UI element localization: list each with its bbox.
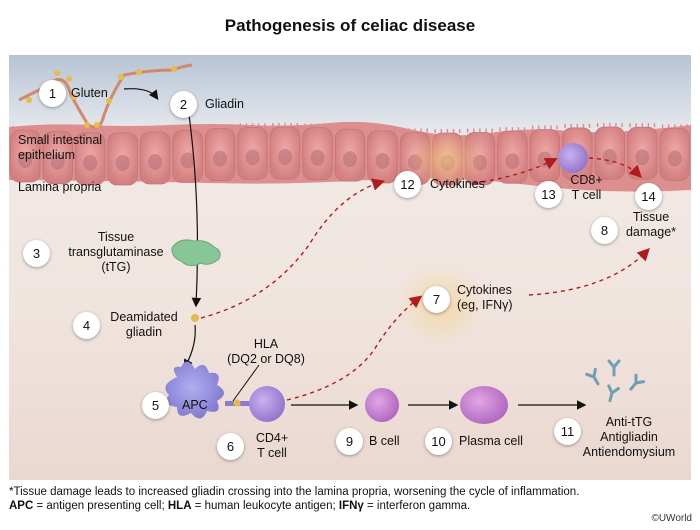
step-6-label: CD4+ T cell — [255, 431, 289, 460]
step-8-badge: 8 — [591, 217, 618, 244]
hla-pointer-line — [232, 364, 260, 402]
step-4-label: Deamidated gliadin — [110, 310, 178, 339]
step-1-badge: 1 — [39, 80, 66, 107]
epithelial-cell-nucleus — [505, 153, 520, 170]
arrow-cytokines-to-cd8 — [473, 158, 558, 184]
step-12-badge: 12 — [394, 171, 421, 198]
step-3-label: Tissue transglutaminase (tTG) — [68, 230, 164, 274]
step-8-label: Tissue damage* — [625, 210, 677, 239]
epithelium-label: Small intestinal epithelium — [18, 133, 102, 163]
step-2-label: Gliadin — [205, 97, 244, 111]
epithelial-cell-nucleus — [375, 152, 390, 169]
step-10-label: Plasma cell — [459, 434, 523, 448]
epithelial-cell-nucleus — [537, 151, 552, 168]
step-13-label: CD8+ T cell — [570, 173, 603, 202]
epithelial-cell-nucleus — [310, 149, 325, 166]
antigen-peptide-icon — [233, 399, 241, 407]
epithelial-cell-nucleus — [148, 154, 163, 171]
arrow-deamidated-to-apc — [183, 324, 196, 370]
epithelial-cell-nucleus — [635, 149, 650, 166]
step-11-badge: 11 — [554, 418, 581, 445]
epithelial-cell-nucleus — [667, 150, 682, 167]
abbrev-term: HLA — [167, 500, 192, 512]
step-9-label: B cell — [369, 434, 400, 448]
epithelial-cell-nucleus — [180, 152, 195, 169]
b-cell-icon — [365, 388, 399, 422]
epithelial-cell-nucleus — [50, 153, 65, 170]
step-14-badge: 14 — [635, 183, 662, 210]
step-5-label: APC — [182, 398, 208, 412]
step-6-badge: 6 — [217, 433, 244, 460]
abbrev-term: APC — [9, 500, 34, 512]
step-13-badge: 13 — [535, 181, 562, 208]
arrow-cytokines-to-damage — [528, 247, 650, 296]
copyright: ©UWorld — [651, 513, 692, 524]
epithelial-cell-nucleus — [602, 149, 617, 166]
epithelial-cell-nucleus — [343, 151, 357, 168]
step-12-label: Cytokines — [430, 177, 485, 191]
step-11-label: Anti-tTG Antigliadin Antiendomysium — [582, 415, 676, 459]
step-10-badge: 10 — [425, 428, 452, 455]
step-9-badge: 9 — [336, 428, 363, 455]
abbrev-def: = antigen presenting cell; — [33, 500, 168, 512]
step-7-badge: 7 — [423, 286, 450, 313]
diagram-title: Pathogenesis of celiac disease — [224, 16, 476, 35]
epithelium-label-text: Small intestinal epithelium — [18, 133, 103, 162]
cd8-t-cell-icon — [558, 143, 588, 173]
epithelial-cell-nucleus — [213, 150, 228, 167]
apc-cell-icon — [165, 361, 224, 419]
step-1-label: Gluten — [71, 86, 108, 100]
arrow-gliadin-to-deamidated — [188, 114, 202, 308]
epithelial-cell-nucleus — [245, 149, 260, 166]
cd4-t-cell-icon — [249, 386, 285, 422]
step-4-badge: 4 — [73, 312, 100, 339]
hla-label: HLA (DQ2 or DQ8) — [227, 337, 305, 366]
diagram-artwork — [9, 63, 691, 424]
step-3-badge: 3 — [23, 240, 50, 267]
cytokine-glow-12 — [406, 132, 486, 188]
epithelial-cell-nucleus — [115, 154, 130, 171]
plasma-cell-icon — [460, 386, 508, 424]
arrow-cd8-to-damage — [588, 157, 642, 178]
arrow-deamidated-to-cytokines — [200, 178, 386, 319]
arrow-cd4-to-cytokines — [286, 295, 423, 401]
abbrev-def: = interferon gamma. — [363, 500, 471, 512]
epithelial-cell-nucleus — [18, 152, 33, 168]
abbrev-def: = human leukocyte antigen; — [191, 500, 339, 512]
arrow-gluten-to-gliadin — [123, 88, 159, 100]
footnote-asterisk: *Tissue damage leads to increased gliadi… — [9, 486, 580, 498]
diagram-panel: Small intestinal epithelium Lamina propr… — [9, 55, 691, 480]
epithelial-cell-nucleus — [83, 154, 98, 171]
epithelial-cell-nucleus — [278, 149, 293, 166]
ttg-enzyme-icon — [171, 239, 221, 267]
antibodies-icon — [585, 359, 646, 403]
lamina-propria-label: Lamina propria — [18, 180, 102, 194]
step-5-badge: 5 — [142, 392, 169, 419]
step-7-label: Cytokines (eg, IFNγ) — [457, 283, 513, 312]
abbrev-term: IFNγ — [338, 500, 364, 512]
step-2-badge: 2 — [170, 91, 197, 118]
deamidated-gliadin-icon — [191, 314, 199, 322]
footnote-abbreviations: APC = antigen presenting cell; HLA = hum… — [9, 499, 470, 513]
